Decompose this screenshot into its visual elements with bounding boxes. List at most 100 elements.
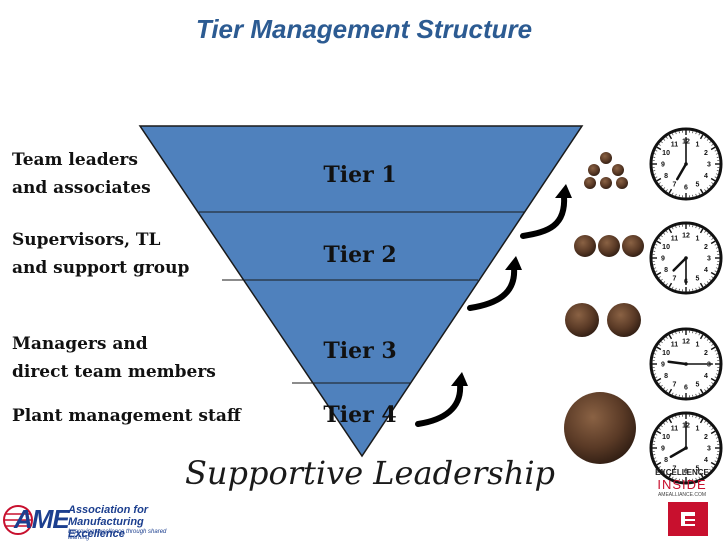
clock-tick — [698, 227, 700, 230]
clock-tick — [663, 422, 666, 425]
clock-tick — [715, 353, 718, 355]
clock-numeral: 6 — [684, 469, 688, 476]
clock-numeral: 10 — [662, 434, 670, 441]
clock-numeral: 10 — [662, 350, 670, 357]
clock-tick — [666, 420, 668, 423]
clock-tick — [699, 188, 704, 194]
clock-tick — [672, 392, 674, 395]
clock-tick — [711, 344, 714, 346]
clock-tick — [695, 393, 697, 396]
tier-pyramid — [138, 125, 584, 458]
clock-tick — [695, 416, 697, 419]
tier-2-label: Tier 2 — [323, 242, 396, 268]
clock-tick — [704, 230, 706, 233]
clock-tick — [704, 136, 706, 139]
clock-tick — [711, 382, 714, 384]
clock-tick — [699, 228, 704, 234]
clock-tick — [660, 184, 663, 187]
clock-numeral: 7 — [673, 465, 677, 472]
clock-numeral: 11 — [671, 426, 679, 433]
clock-tick — [656, 177, 662, 182]
clock-tick — [704, 336, 706, 339]
clock-tick — [695, 477, 697, 480]
clock-tick — [654, 173, 657, 175]
stones-tier-1 — [584, 152, 628, 189]
tier1-left-label: Team leaders and associates — [12, 150, 151, 198]
clock-numeral: 2 — [704, 434, 708, 441]
clock-tick — [654, 437, 657, 439]
clock-tick — [658, 382, 661, 384]
clock-tick — [714, 150, 717, 152]
clock-numeral: 10 — [662, 150, 670, 157]
clock-tick — [698, 286, 700, 289]
clock-tick — [672, 286, 674, 289]
clock-tick — [672, 417, 674, 420]
clock-numeral: 3 — [707, 256, 711, 263]
clock-tick — [666, 389, 668, 392]
clock-tick — [672, 227, 674, 230]
clock-tick — [675, 332, 677, 335]
clock-tick — [699, 334, 704, 340]
clock-tick — [660, 141, 663, 144]
clock-tick — [654, 247, 657, 249]
clock-tick — [709, 235, 712, 238]
clock-tick — [656, 430, 662, 435]
clock-hour-hand — [667, 360, 688, 366]
clock-tick — [698, 192, 700, 195]
clock-tick — [656, 461, 662, 466]
clock-tick — [668, 388, 673, 394]
clock-tick — [660, 384, 663, 387]
clock-tick — [715, 173, 718, 175]
clock-tick — [698, 392, 700, 395]
clock-numeral: 4 — [704, 373, 708, 380]
clock-numeral: 11 — [671, 342, 679, 349]
clock-numeral: 11 — [671, 236, 679, 243]
clock-tick — [668, 134, 673, 140]
clock-tick — [663, 338, 666, 341]
clock-numeral: 8 — [664, 373, 668, 380]
badge-top-text: EXCELLENCE — [655, 468, 709, 477]
clock-tick — [654, 153, 657, 155]
tier3-left-label: Managers and direct team members — [12, 334, 216, 382]
clock-tick — [711, 144, 714, 146]
clock-tick — [704, 473, 706, 476]
clock-numeral: 2 — [704, 350, 708, 357]
clock-numeral: 2 — [704, 150, 708, 157]
clock-tick — [699, 472, 704, 478]
clock-tick — [658, 276, 661, 278]
clock-tick — [714, 434, 717, 436]
badge-sub-text: AMEALLIANCE.COM — [657, 492, 707, 498]
clock-tick — [663, 187, 666, 190]
clock-tick — [706, 232, 709, 235]
clock-tick — [695, 132, 697, 135]
clock-tick — [699, 388, 704, 394]
ame-name: Association for Manufacturing Excellence — [68, 504, 149, 540]
clock-tick — [660, 425, 663, 428]
clock-tick — [709, 278, 712, 281]
tier2-left-label: Supervisors, TL and support group — [12, 230, 190, 278]
clock-numeral: 8 — [664, 457, 668, 464]
clock-tick — [663, 232, 666, 235]
ame-logo: AME Association for Manufacturing Excell… — [2, 500, 172, 541]
clock-numeral: 1 — [696, 142, 700, 149]
tier-4-label: Tier 4 — [323, 402, 396, 428]
clock-tick — [668, 228, 673, 234]
clock-tick — [672, 476, 674, 479]
clock-tick — [706, 138, 709, 141]
escalation-arrow-2 — [467, 256, 522, 311]
clock-tick — [709, 425, 712, 428]
clock-tick — [709, 184, 712, 187]
clock-numeral: 12 — [682, 233, 690, 240]
clock-tick — [710, 146, 716, 151]
clock-tick — [666, 283, 668, 286]
clock-tick — [695, 226, 697, 229]
clock-tick — [714, 376, 717, 378]
clock-numeral: 9 — [661, 362, 665, 369]
excellence-inside-logo-graphic — [668, 502, 708, 536]
clock-tick — [655, 150, 658, 152]
clock-numeral: 4 — [704, 173, 708, 180]
clock-tick — [715, 247, 718, 249]
clock-tick — [698, 417, 700, 420]
clock-numeral: 12 — [682, 339, 690, 346]
